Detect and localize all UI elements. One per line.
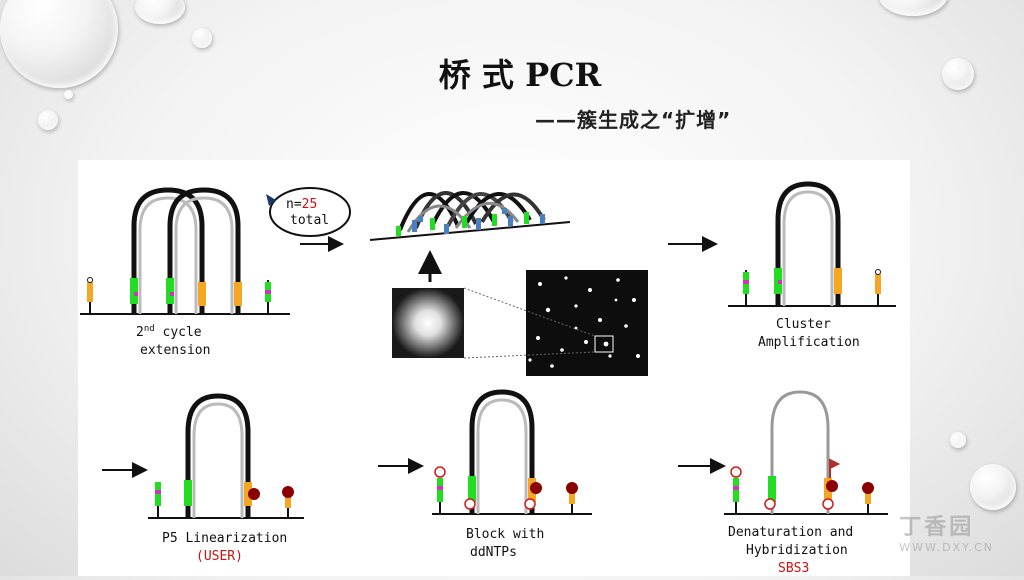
- watermark-logo-text: 丁香园: [899, 515, 975, 540]
- label-p5-line2: (USER): [196, 549, 243, 564]
- panel-block-ddntps: Block with ddNTPs: [432, 389, 592, 560]
- label-block-line1: Block with: [466, 527, 544, 542]
- panel-second-cycle: 2nd cycle extension: [80, 187, 290, 358]
- label-second-cycle-line2: extension: [140, 343, 210, 358]
- label-denaturation-line2: Hybridization: [746, 543, 848, 558]
- panel-cluster-amplification: Cluster Amplification: [728, 181, 896, 350]
- label-cluster-line2: Amplification: [758, 335, 860, 350]
- droplet-decoration: [192, 28, 212, 48]
- cycle-counter: n=25 total: [266, 187, 351, 237]
- droplet-decoration: [942, 58, 974, 90]
- label-second-cycle-line1: 2nd cycle: [136, 324, 202, 340]
- bridge-pcr-diagram: 2nd cycle extension n=25 total: [80, 181, 896, 576]
- label-denaturation-line1: Denaturation and: [728, 525, 853, 540]
- label-cluster-line1: Cluster: [776, 317, 831, 332]
- panel-cluster: [369, 191, 571, 241]
- label-p5-line1: P5 Linearization: [162, 531, 287, 546]
- droplet-decoration: [950, 432, 966, 448]
- droplet-decoration: [878, 0, 948, 16]
- slide-subtitle: ——簇生成之“扩增”: [535, 108, 732, 132]
- droplet-decoration: [970, 464, 1016, 510]
- sbs3-primer-icon: [829, 458, 841, 478]
- panel-denaturation: Denaturation and Hybridization SBS3: [724, 390, 888, 576]
- droplet-decoration: [0, 0, 118, 88]
- slide-title: 桥 式 PCR: [438, 56, 602, 94]
- droplet-decoration: [135, 0, 185, 24]
- label-block-line2: ddNTPs: [470, 545, 517, 560]
- svg-text:n=25: n=25: [286, 197, 317, 212]
- watermark: 丁香园 WWW.DXY.CN: [899, 509, 994, 554]
- panel-p5-linearization: P5 Linearization (USER): [148, 393, 304, 564]
- droplet-decoration: [38, 110, 58, 130]
- micrograph-zoom: [392, 270, 648, 376]
- bridge-pcr-figure: 2nd cycle extension n=25 total: [78, 160, 910, 576]
- label-denaturation-line3: SBS3: [778, 561, 809, 576]
- droplet-decoration: [64, 90, 73, 99]
- watermark-site: WWW.DXY.CN: [899, 541, 994, 554]
- svg-text:total: total: [290, 213, 329, 228]
- loop-arrow-icon: [266, 194, 276, 206]
